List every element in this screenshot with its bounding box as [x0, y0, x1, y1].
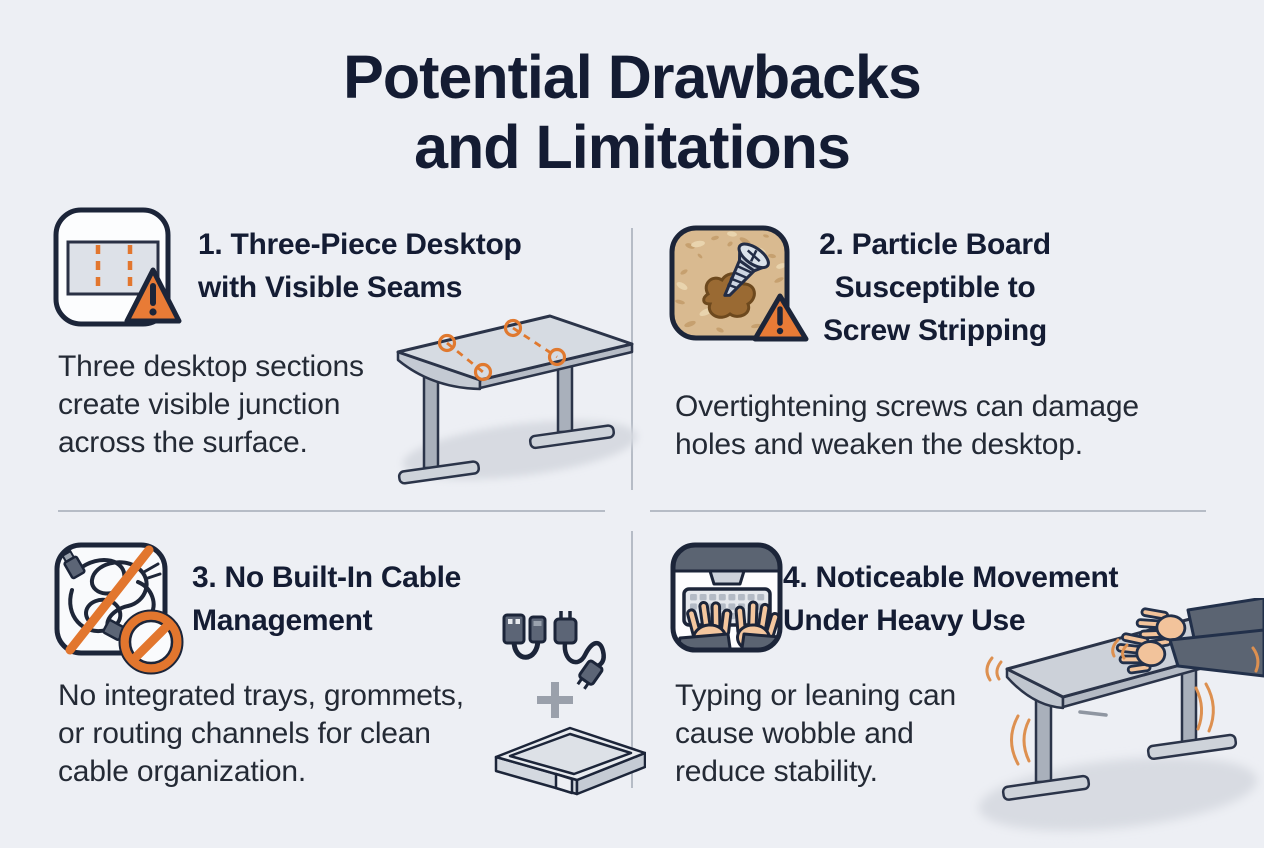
- wobbling-desk-illustration: [948, 596, 1264, 848]
- typing-hands-keyboard-icon: [666, 538, 806, 675]
- section4-description: Typing or leaning can cause wobble and r…: [675, 679, 956, 788]
- cables-plus-tray-illustration: [486, 603, 647, 808]
- screw: [723, 242, 770, 297]
- section3-heading: 3. No Built-In Cable Management: [192, 561, 462, 637]
- divider-vertical-top: [631, 228, 633, 490]
- section1-description: Three desktop sections create visible ju…: [58, 350, 364, 459]
- section3-description: No integrated trays, grommets, or routin…: [58, 679, 464, 788]
- desktop-seams-warning-icon: [48, 204, 188, 339]
- section1-heading: 1. Three-Piece Desktop with Visible Seam…: [198, 228, 522, 304]
- particle-board-screw-warning-icon: [660, 216, 820, 361]
- page-title-line2: and Limitations: [414, 113, 851, 181]
- wobble-marks: [985, 638, 1260, 766]
- tangled-cables-prohibited-icon: [48, 530, 203, 683]
- divider-horizontal-right: [650, 510, 1206, 512]
- cable-tray: [494, 726, 647, 796]
- divider-horizontal-left: [58, 510, 605, 512]
- page-title: Potential Drawbacks and Limitations: [0, 42, 1264, 182]
- plus-icon: [537, 682, 573, 718]
- section4-heading: 4. Noticeable Movement Under Heavy Use: [783, 561, 1119, 637]
- page-title-line1: Potential Drawbacks: [343, 43, 922, 111]
- section2-heading: 2. Particle Board Susceptible to Screw S…: [819, 228, 1051, 347]
- seam-markers: [437, 318, 567, 382]
- desk-with-seam-markers-illustration: [380, 292, 645, 497]
- slash: [65, 545, 154, 655]
- section2-description: Overtightening screws can damage holes a…: [675, 390, 1139, 461]
- divider-vertical-bottom: [631, 531, 633, 788]
